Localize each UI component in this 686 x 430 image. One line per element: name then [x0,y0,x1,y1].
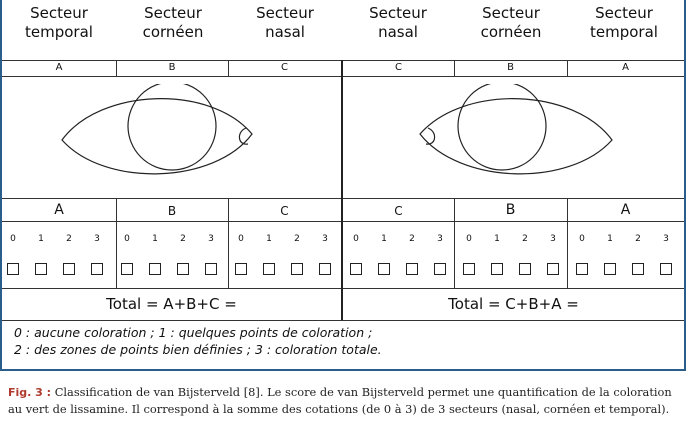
caption-text-1: Classification de van Bijsterveld [8]. L… [54,385,672,399]
figure-caption: Fig. 3 : Classification de van Bijsterve… [8,384,684,401]
score-checkbox[interactable] [660,263,672,275]
sector-letter-top: C [281,62,288,73]
classification-figure [0,0,686,371]
score-checkbox[interactable] [319,263,331,275]
sector-letter-top: B [507,62,514,73]
grid-line [454,198,455,288]
score-checkbox[interactable] [205,263,217,275]
score-value: 2 [522,234,528,244]
score-checkbox[interactable] [177,263,189,275]
sector-letter-top: A [55,62,63,73]
score-value: 1 [607,234,613,244]
score-value: 0 [10,234,16,244]
right-eye-icon [419,84,613,175]
grid-line [567,60,568,76]
score-value: 3 [208,234,214,244]
score-value: 2 [180,234,186,244]
sector-letter: B [505,202,516,218]
sector-letter-top: B [168,62,176,73]
total-right: Total = C+B+A = [448,295,579,313]
grid-line [228,60,229,76]
grid-line [2,221,684,222]
score-checkbox[interactable] [63,263,75,275]
sector-letter: A [54,202,64,218]
score-checkbox[interactable] [263,263,275,275]
sector-letter: C [394,204,403,218]
left-eye-icon [61,84,253,175]
grid-line [2,60,684,61]
score-checkbox[interactable] [350,263,362,275]
score-checkbox[interactable] [235,263,247,275]
score-value: 1 [266,234,272,244]
score-value: 2 [294,234,300,244]
score-checkbox[interactable] [35,263,47,275]
score-value: 3 [322,234,328,244]
grid-line [2,288,684,289]
score-value: 3 [94,234,100,244]
grid-line [2,198,684,199]
score-checkbox[interactable] [121,263,133,275]
score-value: 0 [124,234,130,244]
score-value: 1 [381,234,387,244]
score-value: 3 [437,234,443,244]
grid-line [2,76,684,77]
legend-line-2: 2 : des zones de points bien définies ; … [14,342,382,357]
score-checkbox[interactable] [547,263,559,275]
score-value: 0 [579,234,585,244]
score-checkbox[interactable] [91,263,103,275]
score-value: 0 [466,234,472,244]
score-value: 3 [663,234,669,244]
sector-letter: B [167,204,177,218]
score-checkbox[interactable] [463,263,475,275]
score-checkbox[interactable] [491,263,503,275]
score-value: 1 [494,234,500,244]
score-value: 3 [550,234,556,244]
legend-line-1: 0 : aucune coloration ; 1 : quelques poi… [14,325,373,340]
grid-line [454,60,455,76]
score-checkbox[interactable] [576,263,588,275]
score-value: 0 [238,234,244,244]
score-checkbox[interactable] [406,263,418,275]
grid-line [116,60,117,76]
grid-line [2,320,684,321]
center-divider [341,60,343,320]
score-value: 1 [38,234,44,244]
score-checkbox[interactable] [378,263,390,275]
score-checkbox[interactable] [149,263,161,275]
score-value: 2 [635,234,641,244]
grid-line [228,198,229,288]
grid-line [116,198,117,288]
score-value: 2 [66,234,72,244]
sector-letter-top: A [622,62,629,73]
score-checkbox[interactable] [519,263,531,275]
score-value: 2 [409,234,415,244]
score-checkbox[interactable] [632,263,644,275]
sector-letter: C [280,204,289,218]
total-left: Total = A+B+C = [106,295,237,313]
sector-letter-top: C [395,62,402,73]
score-checkbox[interactable] [434,263,446,275]
score-checkbox[interactable] [7,263,19,275]
caption-text-2: au vert de lissamine. Il correspond à la… [8,402,670,416]
score-checkbox[interactable] [604,263,616,275]
score-value: 1 [152,234,158,244]
sector-letter: A [620,202,631,218]
score-value: 0 [353,234,359,244]
figure-label: Fig. 3 : [8,386,52,399]
score-checkbox[interactable] [291,263,303,275]
grid-line [567,198,568,288]
